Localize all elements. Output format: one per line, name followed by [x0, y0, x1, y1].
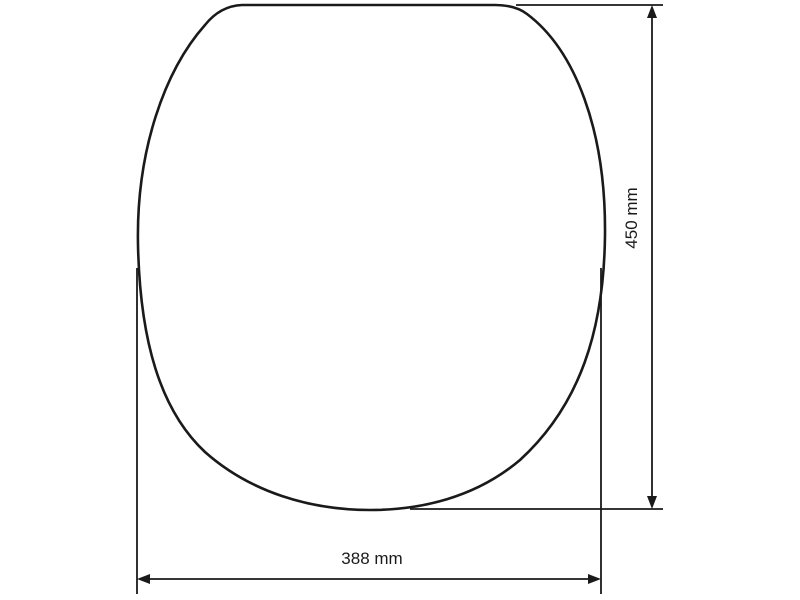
width-arrow-left [137, 574, 150, 584]
height-arrow-top [647, 5, 657, 18]
height-dimension-label: 450 mm [622, 187, 641, 248]
seat-outline [136, 3, 607, 512]
height-arrow-bottom [647, 496, 657, 509]
width-dimension-label: 388 mm [341, 549, 402, 568]
width-arrow-right [588, 574, 601, 584]
